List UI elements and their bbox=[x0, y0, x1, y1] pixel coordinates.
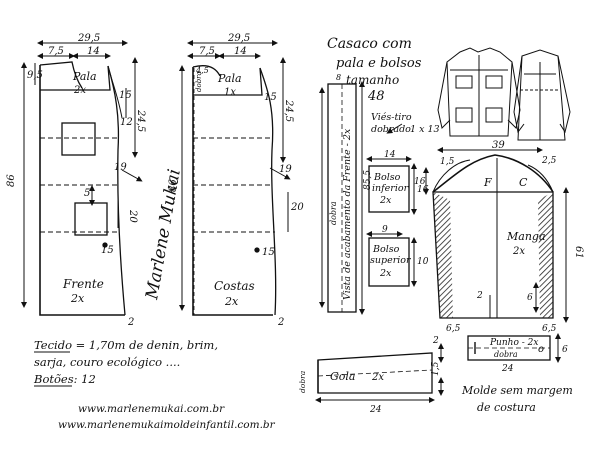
sleeve-c: C bbox=[519, 176, 528, 189]
sleeve-f: F bbox=[483, 176, 492, 189]
back-dim-19: 19 bbox=[279, 164, 292, 175]
front-side-245: 24,5 bbox=[135, 109, 146, 132]
front-label: Frente bbox=[62, 277, 104, 291]
signature: Marlene Mukai bbox=[142, 168, 185, 302]
back-dim-left: 7,5 bbox=[199, 46, 215, 57]
front-dim-86: 86 bbox=[6, 174, 17, 187]
title-line2: pala e bolsos bbox=[336, 56, 422, 71]
back-dim-top: 29,5 bbox=[227, 33, 250, 44]
collar-dim-w: 24 bbox=[369, 405, 382, 415]
vies-dims: 1 x 13 bbox=[410, 124, 440, 135]
sleeve-dim-6: 6 bbox=[527, 293, 533, 303]
pocket-upper-dim-w: 9 bbox=[382, 225, 388, 235]
jacket-front-sketch bbox=[437, 47, 521, 137]
sleeve-label: Manga bbox=[506, 230, 546, 243]
collar-dim-2: 2 bbox=[432, 336, 439, 346]
pocket-lower-dim-h: 16 bbox=[417, 185, 429, 195]
facing-strip bbox=[319, 81, 365, 315]
front-dim-mid: 14 bbox=[87, 46, 100, 57]
strip-dobra: dobra bbox=[329, 201, 338, 225]
sleeve-dim-61: 61 bbox=[573, 246, 584, 259]
pocket-lower-name: Bolso bbox=[373, 172, 401, 183]
sleeve-dim-top: 39 bbox=[492, 140, 505, 151]
pocket-upper-name2: superior bbox=[370, 255, 412, 266]
back-dim-mid: 14 bbox=[234, 46, 247, 57]
pocket-lower-name2: inferior bbox=[372, 183, 410, 194]
back-pala-label: Pala bbox=[217, 72, 242, 85]
sleeve-dim-16: 16 bbox=[414, 177, 426, 187]
url-line1: www.marlenemukai.com.br bbox=[78, 403, 225, 415]
front-dim-19: 19 bbox=[114, 162, 127, 173]
back-bottom-15: 15 bbox=[262, 247, 275, 258]
strip-dim-top: 8 bbox=[336, 73, 341, 82]
strip-dim: 85,5 bbox=[363, 170, 373, 190]
cuff-letter: o bbox=[538, 344, 544, 355]
collar-piece bbox=[315, 343, 444, 403]
pocket-upper-dim-h: 10 bbox=[417, 257, 429, 267]
back-count: 2x bbox=[224, 295, 239, 308]
front-side-15: 15 bbox=[119, 90, 132, 101]
back-bottom-2: 2 bbox=[277, 317, 284, 328]
collar-dim-15: 1,5 bbox=[431, 361, 441, 376]
back-pala-count: 1x bbox=[224, 87, 236, 98]
title-line1: Casaco com bbox=[327, 36, 412, 52]
front-pala-label: Pala bbox=[72, 70, 97, 83]
front-dim-top: 29,5 bbox=[77, 33, 100, 44]
front-dim-side-a: 9,5 bbox=[27, 70, 43, 81]
cuff-dim-6: 6 bbox=[562, 345, 568, 355]
pocket-upper-name: Bolso bbox=[372, 244, 400, 255]
notes-line1: Tecido = 1,70m de denin, brim, bbox=[34, 338, 218, 352]
back-dim-side: 4,5 bbox=[195, 66, 209, 75]
jacket-back-sketch bbox=[513, 49, 571, 141]
front-piece bbox=[21, 40, 143, 316]
seam-note-line1: Molde sem margem bbox=[461, 384, 573, 397]
sleeve-count: 2x bbox=[512, 246, 525, 257]
pocket-lower-count: 2x bbox=[379, 195, 392, 206]
front-dim-15-pocket: 15 bbox=[101, 245, 114, 256]
cuff-label: Punho - 2x bbox=[489, 338, 538, 348]
notes-line2: sarja, couro ecológico .... bbox=[34, 355, 180, 369]
sleeve-piece bbox=[423, 147, 569, 323]
cuff-piece bbox=[467, 333, 561, 363]
pocket-upper-count: 2x bbox=[379, 268, 392, 279]
pocket-upper-piece bbox=[366, 231, 417, 287]
front-bottom-2: 2 bbox=[127, 317, 134, 328]
sleeve-dim-25: 2,5 bbox=[541, 156, 557, 166]
front-dim-5: 5 bbox=[84, 188, 90, 199]
seam-note-line2: de costura bbox=[477, 401, 536, 414]
back-piece bbox=[179, 40, 291, 316]
pocket-lower-dim-w: 14 bbox=[384, 150, 396, 160]
sleeve-dim-15: 1,5 bbox=[440, 157, 455, 167]
cuff-dim-w: 24 bbox=[501, 364, 514, 374]
sleeve-dim-2: 2 bbox=[476, 291, 483, 301]
back-dim-20: 20 bbox=[290, 202, 304, 213]
strip-label: Vista de acabamento da Frente - 2x bbox=[342, 128, 353, 300]
title-line3: tamanho bbox=[346, 73, 399, 87]
front-pala-count: 2x bbox=[73, 85, 86, 96]
vies-line2: dobrado bbox=[371, 124, 411, 135]
back-side-15: 15 bbox=[264, 92, 277, 103]
title-size: 48 bbox=[367, 89, 385, 104]
sleeve-bottom-right: 6,5 bbox=[542, 324, 557, 334]
sleeve-bottom-left: 6,5 bbox=[446, 324, 461, 334]
collar-dobra: dobra bbox=[298, 371, 307, 393]
front-dim-20: 20 bbox=[127, 209, 138, 223]
back-label: Costas bbox=[214, 279, 255, 293]
back-dim-86: 86 bbox=[168, 179, 179, 192]
collar-label: Gola bbox=[330, 370, 356, 383]
front-dim-12: 12 bbox=[120, 117, 133, 128]
collar-count: 2x bbox=[371, 372, 384, 383]
cuff-dobra: dobra bbox=[494, 350, 518, 359]
back-dobra: dobra bbox=[195, 71, 203, 92]
vies-line1: Viés-tiro bbox=[371, 112, 412, 123]
front-count: 2x bbox=[70, 292, 85, 305]
pocket-lower-piece bbox=[366, 156, 417, 215]
notes-line3: Botões: 12 bbox=[33, 372, 96, 386]
front-dim-left: 7,5 bbox=[48, 46, 64, 57]
back-side-245: 24,5 bbox=[283, 99, 294, 122]
url-line2: www.marlenemukaimoldeinfantil.com.br bbox=[58, 419, 276, 431]
